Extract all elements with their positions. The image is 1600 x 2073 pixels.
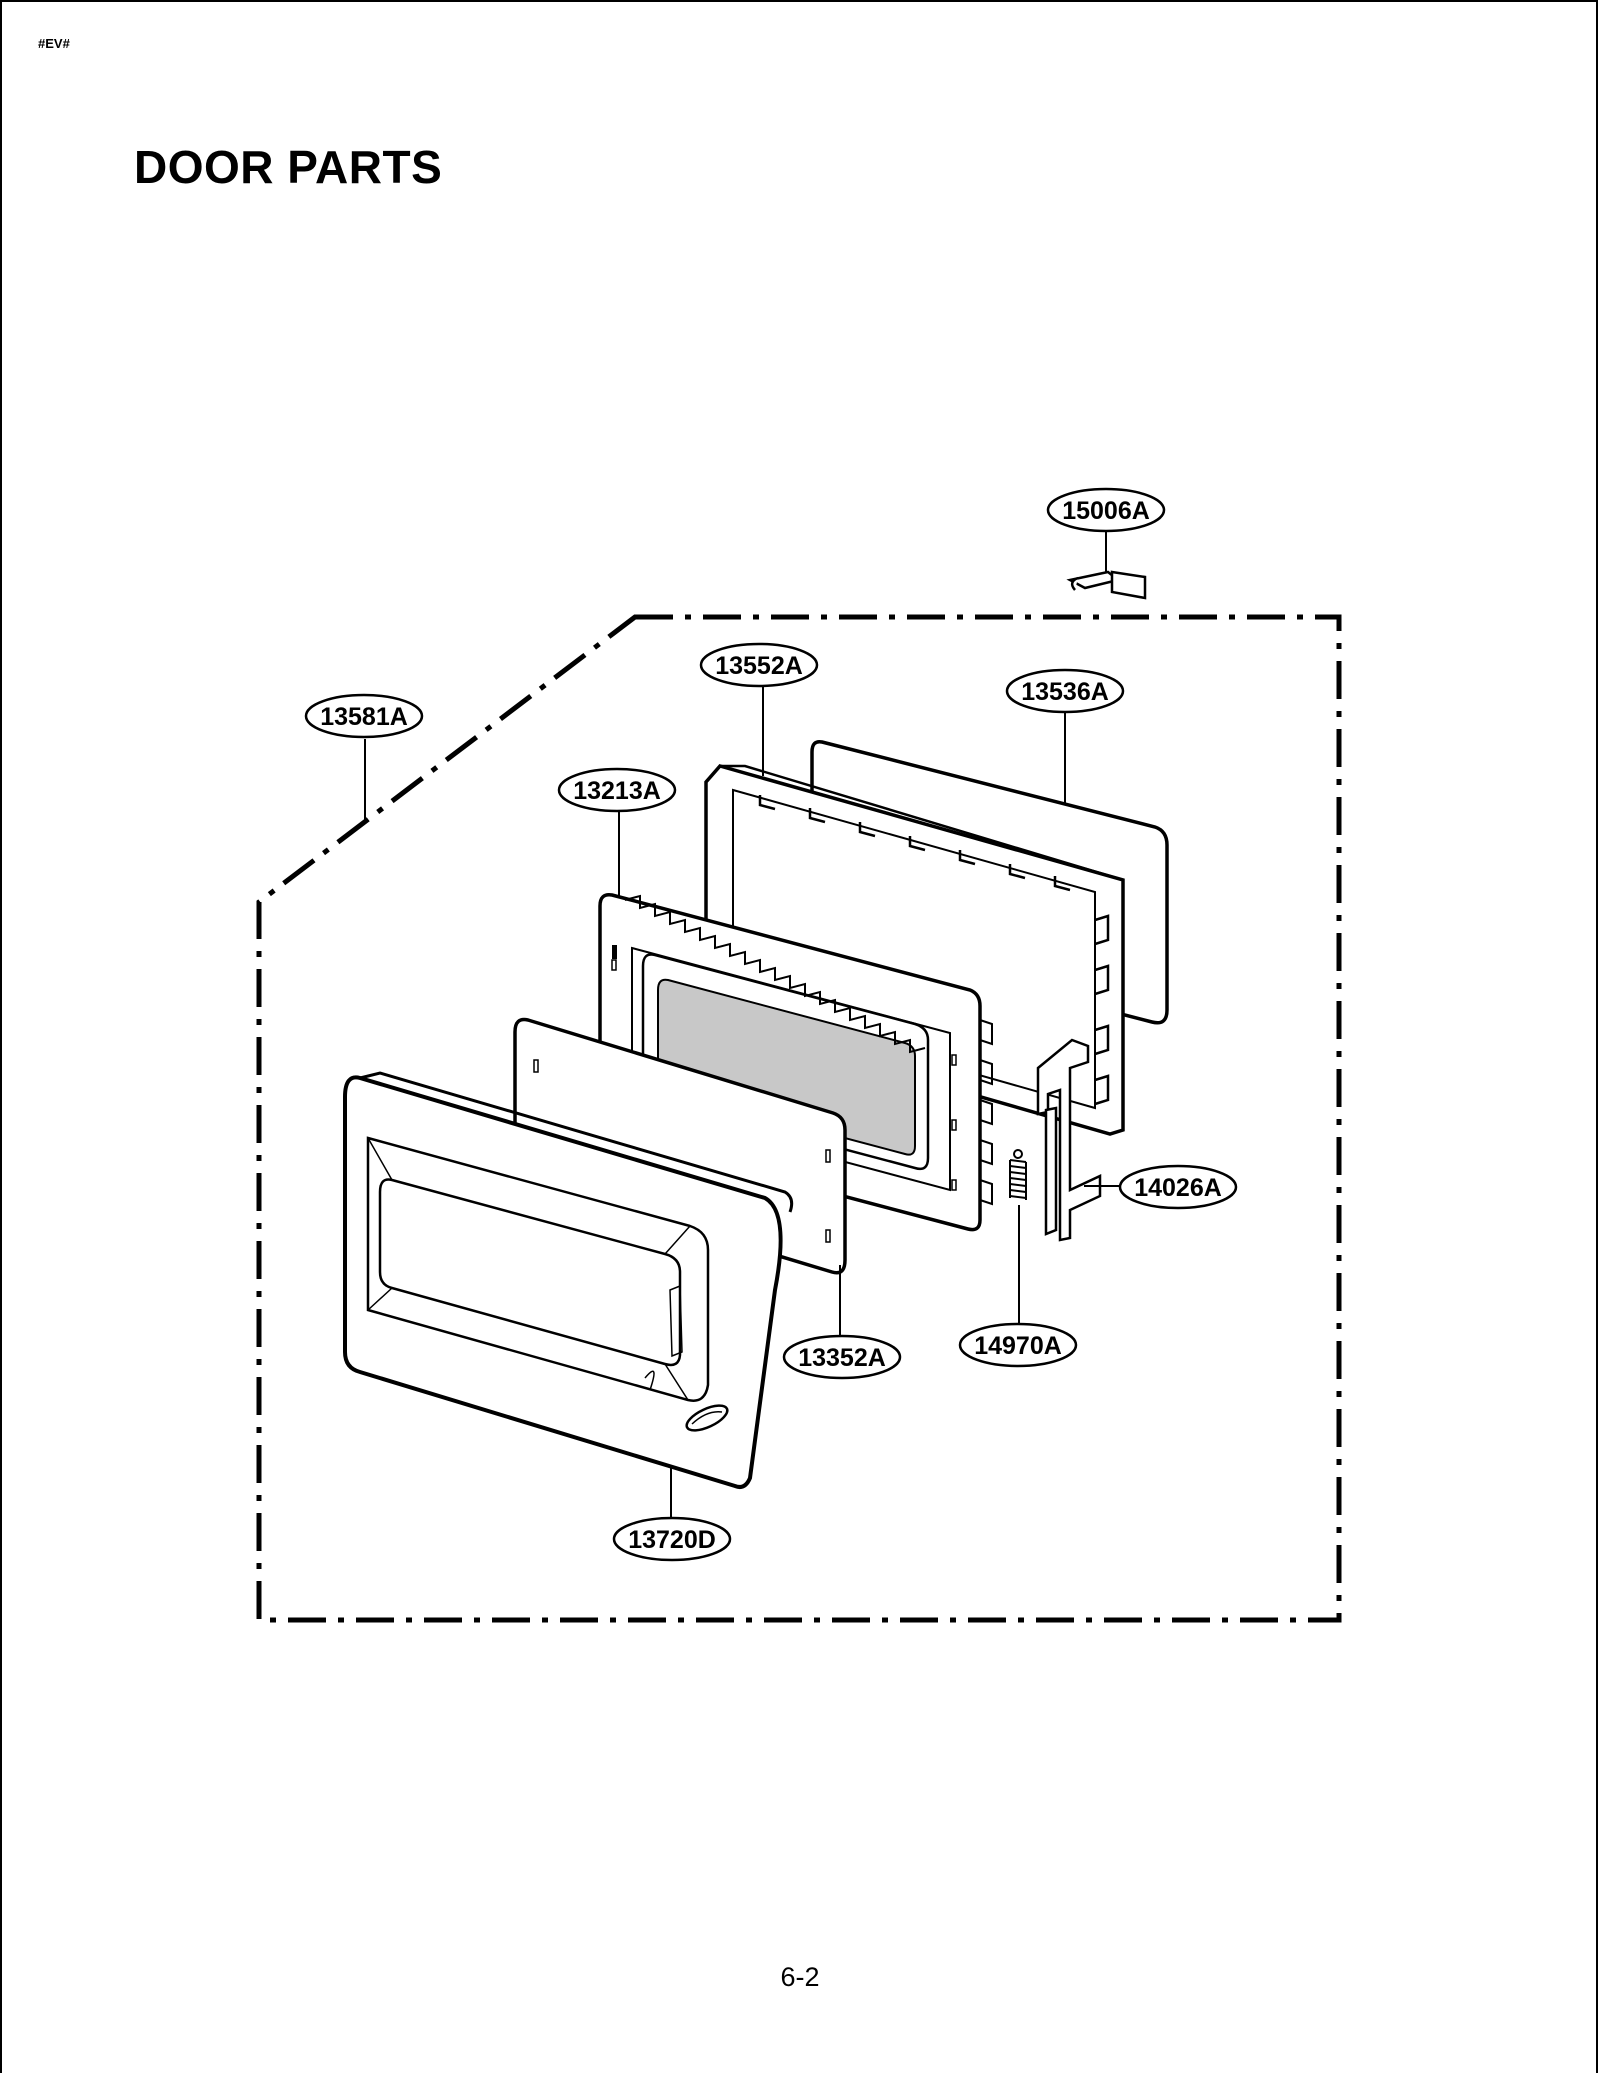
callout-13552a-label: 13552A [715,652,803,680]
callout-14970a-label: 14970A [974,1332,1062,1360]
part-15006a-bracket [1066,570,1147,600]
page-title: DOOR PARTS [134,141,443,193]
part-13720d-door-front [343,1071,794,1489]
callout-13352a-label: 13352A [798,1344,886,1372]
part-14970a-spring [1009,1149,1027,1200]
assembly-boundary [256,614,1342,1623]
callout-13581a: 13581A [304,693,424,739]
callout-14026a: 14026A [1118,1164,1238,1210]
callout-13213a-label: 13213A [573,777,661,805]
page-number: 6-2 [780,1962,820,1992]
callout-13581a-label: 13581A [320,703,408,731]
callout-15006a: 15006A [1046,487,1166,533]
part-14026a-latch [1036,1038,1102,1242]
callout-13352a: 13352A [782,1334,902,1380]
callout-15006a-label: 15006A [1062,497,1150,525]
document-code: #EV# [38,36,70,51]
leader-lines [364,530,1122,1522]
callout-13213a: 13213A [557,767,677,813]
callout-14970a: 14970A [958,1322,1078,1368]
callout-14026a-label: 14026A [1134,1174,1222,1202]
callout-13536a: 13536A [1005,668,1125,714]
callout-13720d: 13720D [612,1516,732,1562]
callout-13536a-label: 13536A [1021,678,1109,706]
callout-13552a: 13552A [699,642,819,688]
callout-13720d-label: 13720D [628,1526,716,1554]
